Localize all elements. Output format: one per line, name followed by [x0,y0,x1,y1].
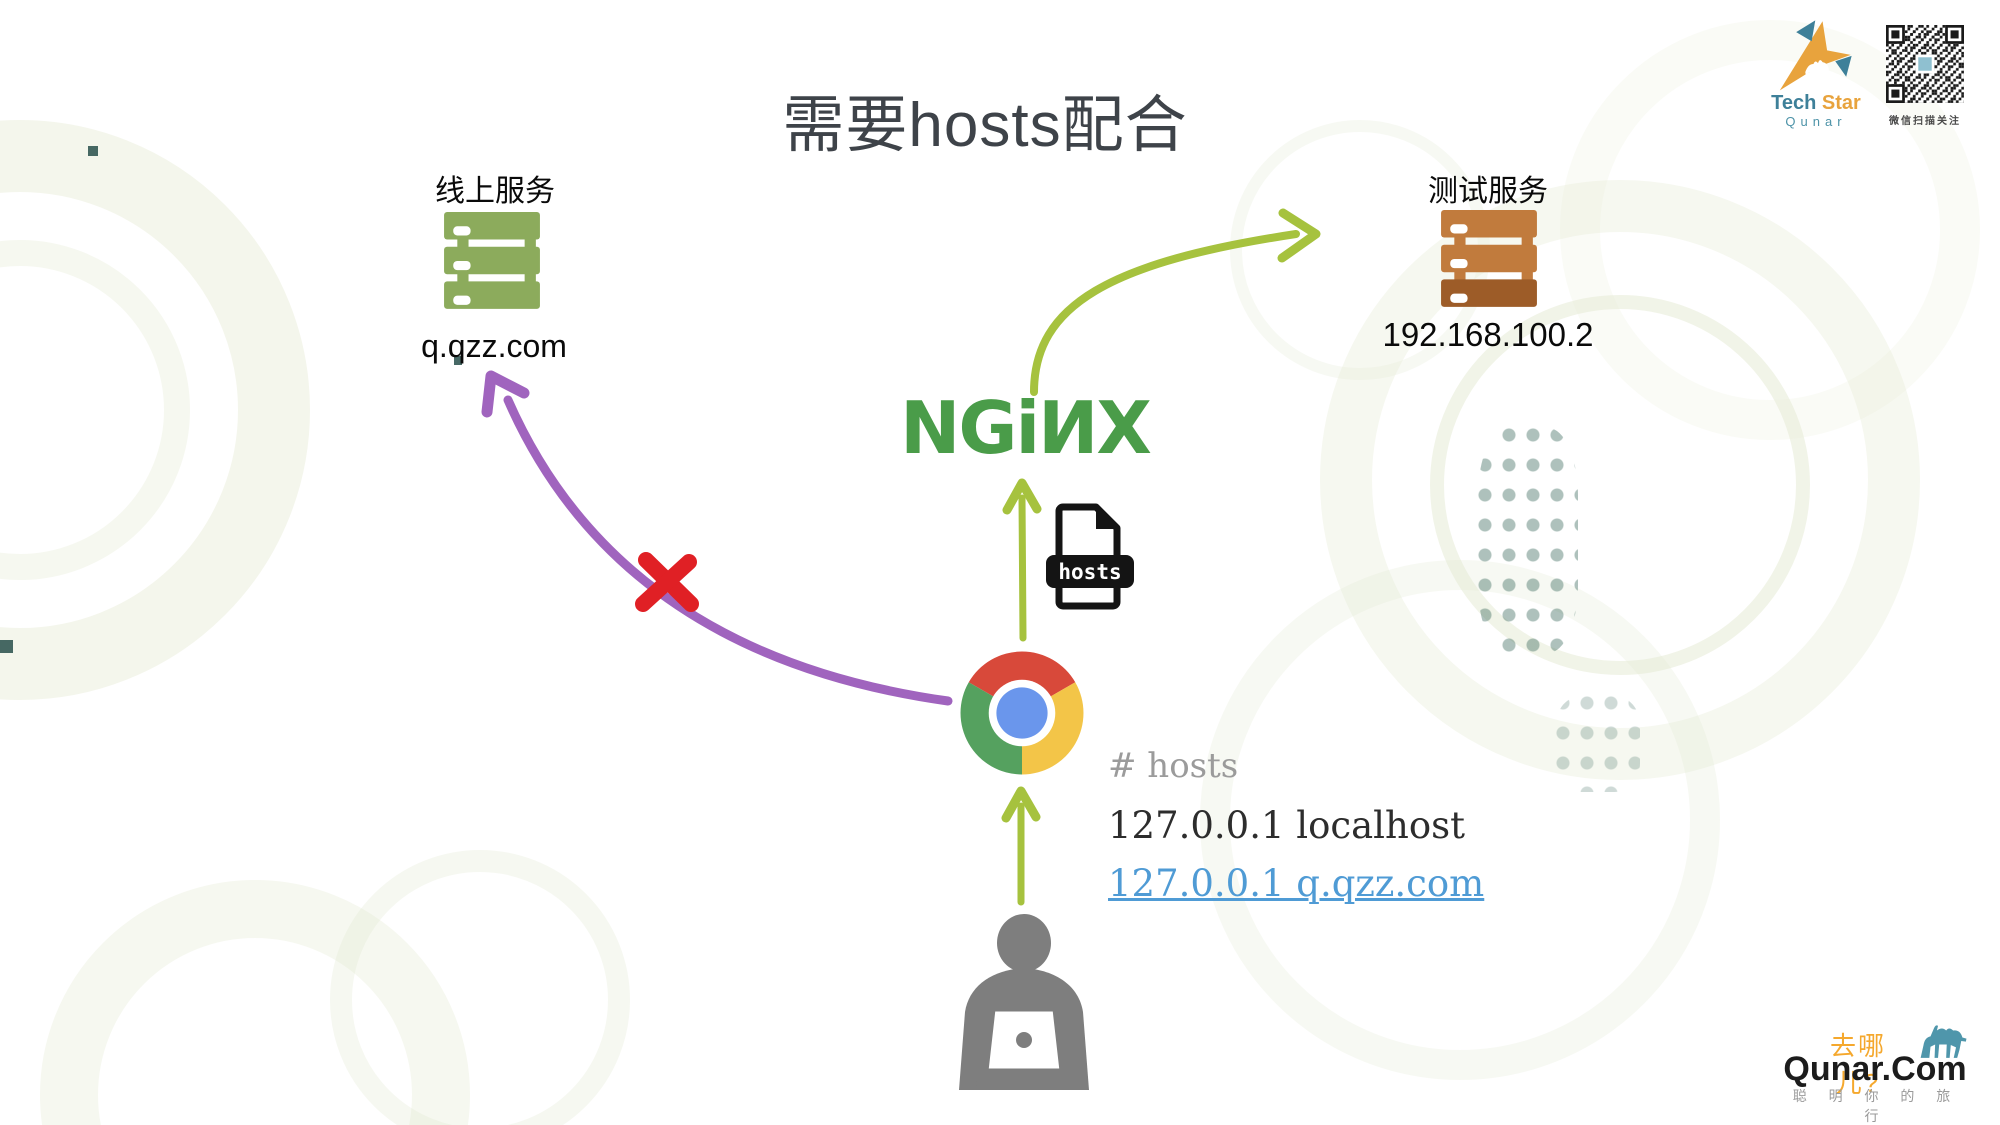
online-service-domain: q.qzz.com [421,328,567,364]
red-x-icon [635,552,699,612]
file-fold-corner [1096,506,1118,529]
tech-star-word2: Star [1821,92,1861,114]
arrow-nginx-to-test [1030,208,1321,396]
tech-star-wordmark: Tech Star [1760,92,1872,115]
tech-star-word1: Tech [1771,92,1817,114]
qunar-tagline: 聪 明 你 的 旅 行 [1792,1088,1960,1124]
hosts-config-qzz-link[interactable]: 127.0.0.1 q.qzz.com [1108,862,1485,905]
arrow-browser-to-online-blocked [481,370,953,706]
nginx-logo: NGiИX [900,386,1152,470]
test-service-label: 测试服务 [1428,175,1548,208]
user-laptop-icon [959,914,1089,1090]
test-service-ip: 192.168.100.2 [1382,316,1594,353]
tech-star-logo-icon [1779,20,1852,91]
background-square [454,356,462,365]
hosts-config-localhost: 127.0.0.1 localhost [1108,804,1465,847]
chrome-icon [960,651,1084,775]
arrow-browser-to-nginx [1002,478,1042,642]
arrow-user-to-browser [1001,786,1041,906]
hosts-config-comment: # hosts [1108,746,1239,786]
background-dot-cluster [1478,428,1578,653]
tech-star-sub: Qunar [1785,114,1847,129]
background-dot-cluster [1556,696,1640,792]
hosts-file-label: hosts [1058,560,1121,584]
qunar-brand: Qunar.Com [1783,1050,1967,1088]
camel-mark [1805,60,1829,79]
qr-center-logo [1918,57,1932,71]
online-server-icon [444,212,540,309]
test-server-icon [1441,210,1537,307]
hosts-config-text: # hosts 127.0.0.1 localhost 127.0.0.1 q.… [1108,746,1484,905]
file-label-band [1046,555,1134,588]
online-service-label: 线上服务 [435,175,555,208]
slide-title: 需要hosts配合 [782,91,1188,160]
camel-icon [1920,1025,1967,1058]
laptop-base [976,1078,1072,1089]
background-square [0,640,13,653]
qunar-slogan: 去哪儿? [1829,1031,1886,1098]
hosts-file-icon: hosts [1046,503,1134,610]
background-square [88,146,98,156]
qr-finder-patterns [1886,25,1964,103]
qr-code [1886,25,1964,103]
qr-caption: 微信扫描关注 [1889,116,1961,127]
